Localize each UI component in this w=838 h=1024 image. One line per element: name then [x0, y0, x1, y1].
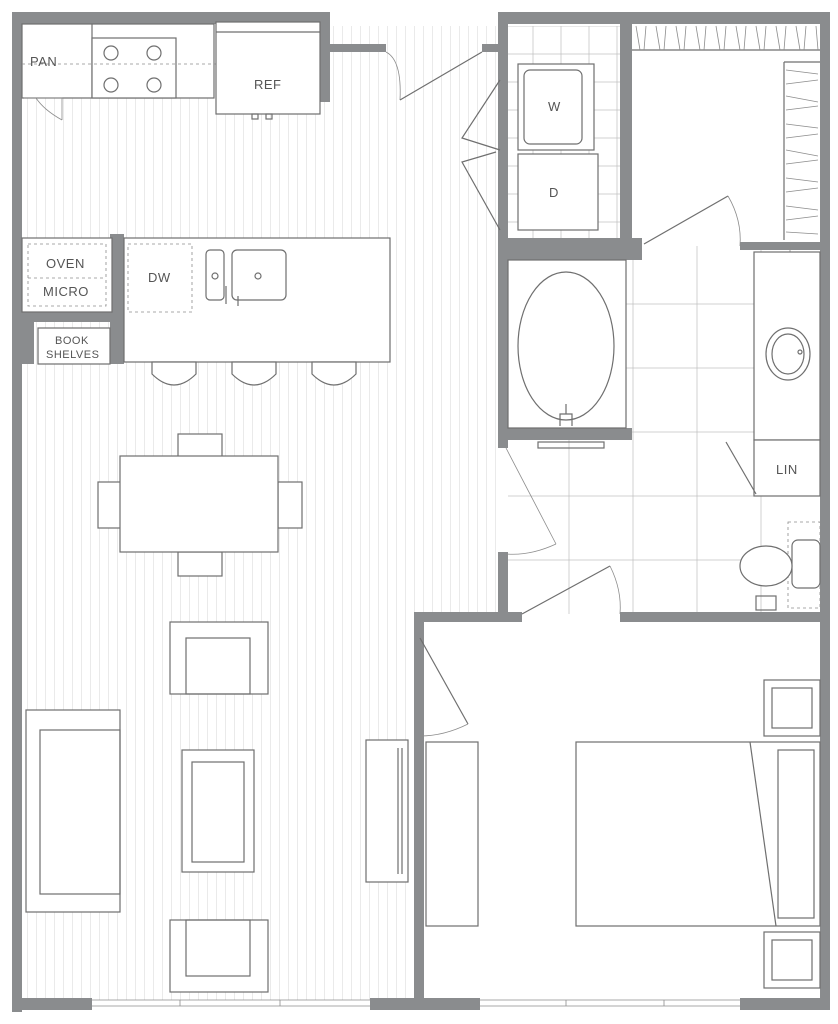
- kitchen-island: [123, 237, 391, 386]
- living-area: [25, 621, 409, 993]
- pantry-label: PAN: [30, 54, 57, 69]
- oven-label: OVEN: [46, 256, 85, 271]
- laundry: [461, 63, 599, 231]
- dishwasher-label: DW: [148, 270, 171, 285]
- washer-label: W: [548, 99, 561, 114]
- bedroom-door: [419, 637, 469, 737]
- dryer-label: D: [549, 185, 559, 200]
- oven-microwave-cabinet: [21, 237, 113, 313]
- bedroom-bath-door: [521, 565, 621, 615]
- microwave-label: MICRO: [43, 284, 89, 299]
- book-shelves-label-line1: BOOK: [55, 335, 89, 347]
- linen-label: LIN: [776, 462, 798, 477]
- windows: [92, 999, 740, 1007]
- refrigerator-label: REF: [254, 77, 282, 92]
- bedroom: [425, 679, 821, 989]
- book-shelves: [37, 327, 111, 365]
- bathroom: [505, 251, 821, 611]
- closet: [632, 25, 820, 259]
- book-shelves-label-line2: SHELVES: [46, 349, 99, 361]
- kitchen: [21, 21, 321, 121]
- dining-table: [97, 433, 303, 577]
- entry-door: [385, 51, 483, 101]
- walls: [12, 12, 830, 1012]
